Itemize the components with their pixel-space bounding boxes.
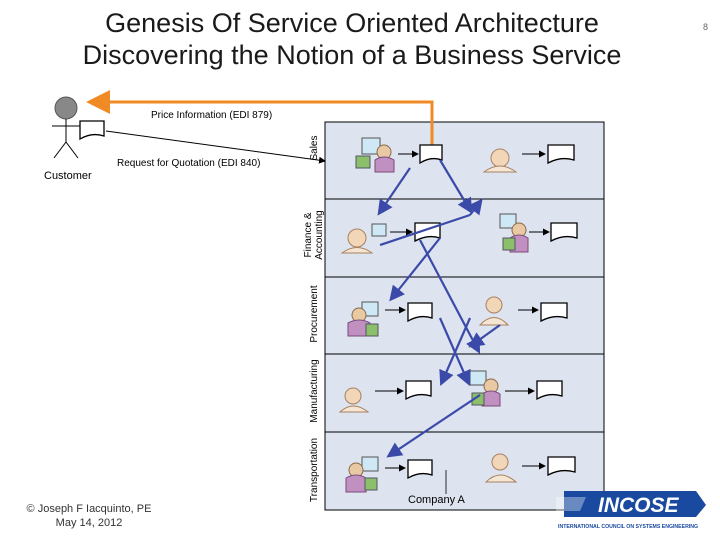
manufacturing-operator-icon <box>469 370 501 407</box>
manufacturing-document-icon <box>405 380 432 401</box>
transportation-lane-content <box>345 453 576 493</box>
finance-accountant-icon <box>499 213 529 253</box>
customer-figure-icon <box>52 96 80 159</box>
request-for-quotation-label: Request for Quotation (EDI 840) <box>117 158 261 169</box>
finance-lane-content <box>340 213 578 254</box>
customer-label: Customer <box>44 170 92 182</box>
transportation-clerk-icon <box>345 456 379 493</box>
transportation-output-document-icon <box>547 456 576 477</box>
transportation-document-icon <box>407 459 433 480</box>
cross-lane-flow-arrows <box>377 159 501 458</box>
lane-label-manufacturing: Manufacturing <box>309 359 320 423</box>
procurement-document-icon <box>407 302 433 323</box>
procurement-lane-content <box>347 296 568 337</box>
footer-date: May 14, 2012 <box>55 517 123 529</box>
procurement-clerk-icon <box>347 301 379 337</box>
lane-label-procurement: Procurement <box>309 285 320 343</box>
sales-document-icon <box>419 144 443 165</box>
incose-logo-icon: INCOSE INTERNATIONAL COUNCIL ON SYSTEMS … <box>556 491 706 530</box>
procurement-output-document-icon <box>540 302 568 323</box>
company-label: Company A <box>408 494 465 506</box>
customer-document-icon <box>79 120 105 141</box>
sales-lane-content <box>355 137 575 173</box>
lane-label-sales: Sales <box>309 135 320 161</box>
transportation-driver-icon <box>484 453 518 483</box>
procurement-engineer-icon <box>478 296 510 326</box>
sales-output-document-icon <box>547 144 575 165</box>
manufacturing-worker-icon <box>338 387 370 413</box>
footer-author: © Joseph F Iacquinto, PE <box>26 503 152 515</box>
price-information-label: Price Information (EDI 879) <box>151 110 273 121</box>
slide-title-line-1: Genesis Of Service Oriented Architecture <box>105 8 599 38</box>
incose-logo: INCOSE INTERNATIONAL COUNCIL ON SYSTEMS … <box>556 487 708 531</box>
finance-output-document-icon <box>550 222 578 243</box>
lane-label-finance: Finance &Accounting <box>303 210 325 260</box>
request-for-quotation-arrow <box>105 130 326 164</box>
manufacturing-lane-content <box>338 370 563 413</box>
manufacturing-output-document-icon <box>536 380 563 401</box>
price-information-arrow <box>86 90 434 152</box>
logo-wordmark: INCOSE <box>598 494 680 517</box>
slide-title-line-2: Discovering the Notion of a Business Ser… <box>82 40 622 70</box>
sales-clerk-icon <box>355 137 395 173</box>
page-number: 8 <box>702 22 708 32</box>
sales-engineer-icon <box>482 148 518 173</box>
finance-clerk-icon <box>340 223 387 254</box>
logo-tagline: INTERNATIONAL COUNCIL ON SYSTEMS ENGINEE… <box>558 524 698 530</box>
lane-label-transportation: Transportation <box>309 437 320 503</box>
